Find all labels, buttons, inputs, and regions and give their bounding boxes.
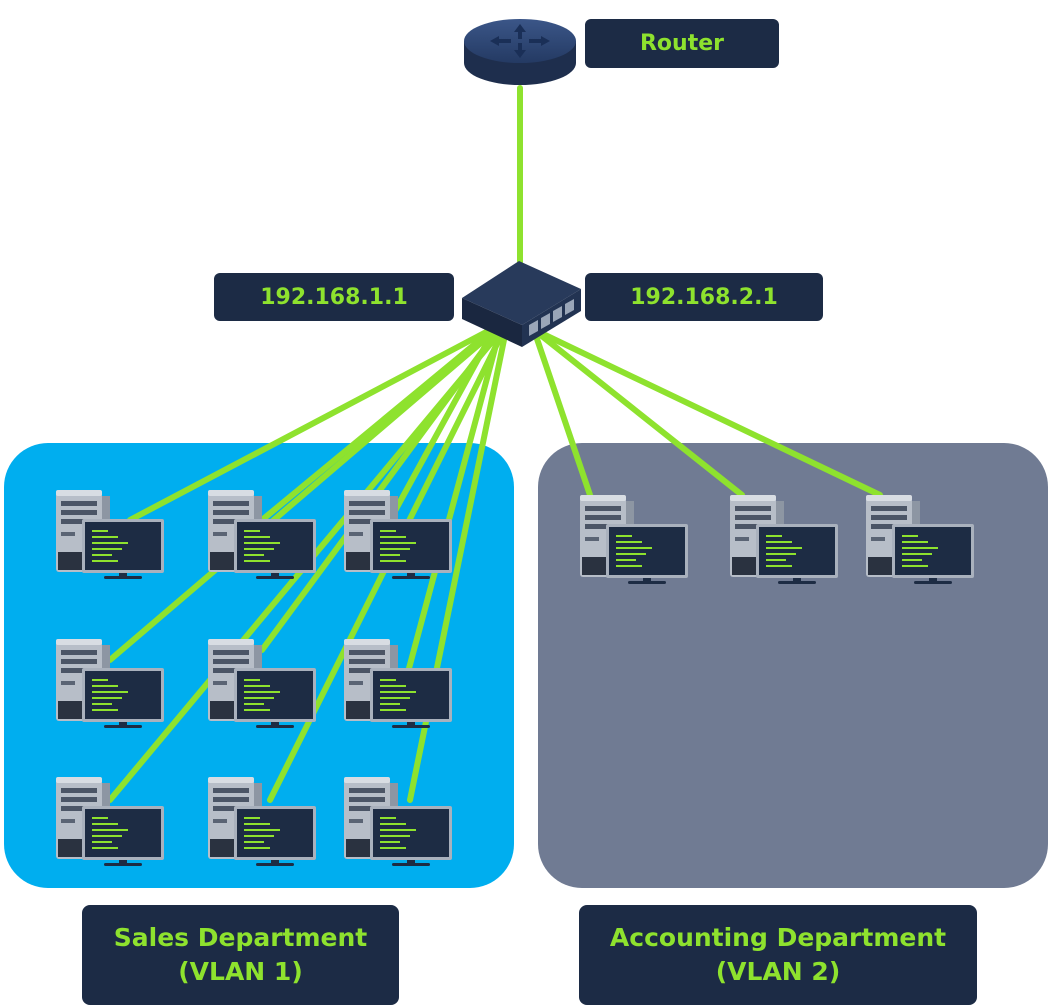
vlan1-gateway-ip-text: 192.168.1.1 xyxy=(260,284,408,310)
sales-link-2 xyxy=(259,327,495,523)
router-label-text: Router xyxy=(639,31,724,56)
sales-link-1 xyxy=(127,327,493,523)
accounting-computer-icon-3 xyxy=(866,495,974,584)
sales-computer-icon-8 xyxy=(208,777,316,866)
sales-computer-icon-1 xyxy=(56,490,164,579)
sales-computer-icon-9 xyxy=(344,777,452,866)
accounting-computer-icon-2 xyxy=(730,495,838,584)
sales-department-vlan: (VLAN 1) xyxy=(178,957,303,986)
sales-link-4 xyxy=(107,327,499,663)
accounting-computer-icon-1 xyxy=(580,495,688,584)
sales-computer-icon-5 xyxy=(208,639,316,728)
router-icon xyxy=(464,19,576,85)
sales-computer-icon-6 xyxy=(344,639,452,728)
accounting-department-vlan: (VLAN 2) xyxy=(715,957,841,986)
sales-link-6 xyxy=(405,327,503,675)
accounting-department-name: Accounting Department xyxy=(609,923,947,952)
accounting-link-1 xyxy=(532,330,593,498)
sales-computer-icon-7 xyxy=(56,777,164,866)
vlan2-gateway-ip: 192.168.2.1 xyxy=(585,273,823,321)
sales-computer-icon-2 xyxy=(208,490,316,579)
sales-computer-icon-4 xyxy=(56,639,164,728)
vlan1-gateway-ip: 192.168.1.1 xyxy=(214,273,454,321)
sales-department-name: Sales Department xyxy=(113,923,368,952)
sales-computer-icon-3 xyxy=(344,490,452,579)
router-label: Router xyxy=(585,19,779,68)
sales-department-label: Sales Department (VLAN 1) xyxy=(82,905,399,1005)
switch-icon xyxy=(462,261,581,347)
accounting-department-label: Accounting Department (VLAN 2) xyxy=(579,905,977,1005)
accounting-link-3 xyxy=(538,330,883,498)
vlan2-gateway-ip-text: 192.168.2.1 xyxy=(630,284,778,310)
accounting-link-2 xyxy=(535,330,745,498)
